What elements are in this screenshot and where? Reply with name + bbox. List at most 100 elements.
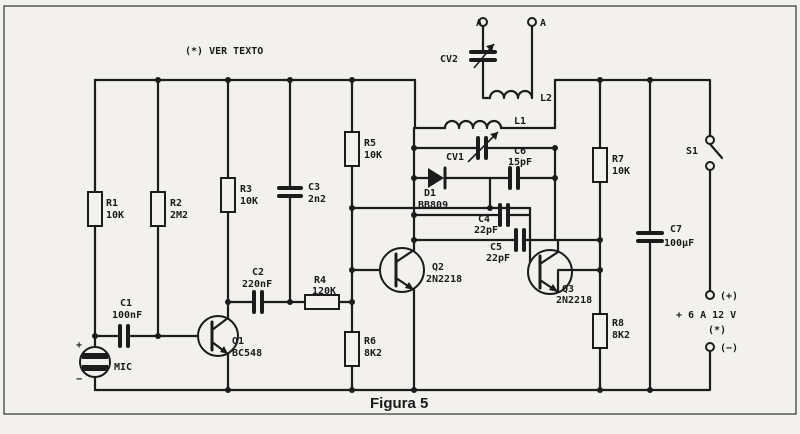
junction-dot bbox=[411, 387, 417, 393]
mic-plate-top bbox=[82, 353, 108, 359]
r1-name: R1 bbox=[106, 198, 118, 209]
r2-resistor bbox=[150, 191, 166, 227]
l1-coil bbox=[443, 119, 503, 130]
supply-positive-terminal bbox=[705, 290, 715, 300]
junction-dot bbox=[349, 387, 355, 393]
cv1-arrow-head bbox=[490, 132, 498, 140]
r7-resistor bbox=[592, 147, 608, 183]
q2-collector-leg bbox=[394, 248, 416, 264]
r4-resistor bbox=[304, 294, 340, 310]
figure-caption: Figura 5 bbox=[370, 395, 428, 412]
r3-value: 10K bbox=[240, 196, 258, 207]
q3-value: 2N2218 bbox=[556, 295, 592, 306]
junction-dot bbox=[552, 145, 558, 151]
r6-resistor bbox=[344, 331, 360, 367]
r2-value: 2M2 bbox=[170, 210, 188, 221]
antenna-terminal-2 bbox=[527, 17, 537, 27]
r1-value: 10K bbox=[106, 210, 124, 221]
junction-dot bbox=[155, 333, 161, 339]
r1-resistor bbox=[87, 191, 103, 227]
r4-name: R4 bbox=[314, 275, 326, 286]
junction-dot bbox=[411, 237, 417, 243]
q3-collector-leg bbox=[538, 250, 560, 266]
r5-name: R5 bbox=[364, 138, 376, 149]
junction-dot bbox=[597, 267, 603, 273]
c5-value: 22pF bbox=[486, 253, 510, 264]
junction-dot bbox=[349, 205, 355, 211]
frame-border bbox=[3, 5, 797, 415]
r7-value: 10K bbox=[612, 166, 630, 177]
q2-emitter-arrow bbox=[405, 282, 414, 290]
junction-dot bbox=[411, 145, 417, 151]
mic-plate-bottom bbox=[82, 365, 108, 371]
s1-contact-top bbox=[705, 135, 715, 145]
antenna-label-2: A bbox=[540, 18, 546, 29]
q2-transistor bbox=[379, 247, 425, 293]
junction-dot bbox=[647, 77, 653, 83]
q3-emitter-arrow bbox=[549, 284, 558, 292]
cv1-label: CV1 bbox=[446, 152, 464, 163]
r3-name: R3 bbox=[240, 184, 252, 195]
d1-diode bbox=[428, 168, 444, 188]
junction-dot bbox=[597, 237, 603, 243]
c1-value: 100nF bbox=[112, 310, 142, 321]
junction-dot bbox=[155, 77, 161, 83]
q1-collector-leg bbox=[210, 316, 230, 332]
r3-resistor bbox=[220, 177, 236, 213]
r6-name: R6 bbox=[364, 336, 376, 347]
junction-dot bbox=[225, 77, 231, 83]
junction-dot bbox=[349, 299, 355, 305]
r7-name: R7 bbox=[612, 154, 624, 165]
r5-resistor bbox=[344, 131, 360, 167]
l2-label: L2 bbox=[540, 93, 552, 104]
c4-name: C4 bbox=[478, 214, 490, 225]
mic-minus-label: − bbox=[76, 374, 82, 385]
positive-rail-right bbox=[553, 78, 712, 137]
junction-dot bbox=[647, 387, 653, 393]
junction-dots bbox=[92, 77, 653, 393]
c2-name: C2 bbox=[252, 267, 264, 278]
c6-name: C6 bbox=[514, 146, 526, 157]
q3-emitter-wire bbox=[556, 268, 602, 294]
r8-value: 8K2 bbox=[612, 330, 630, 341]
l2-coil bbox=[488, 89, 534, 100]
junction-dot bbox=[225, 299, 231, 305]
supply-negative-label: (−) bbox=[720, 343, 738, 354]
c3-value: 2n2 bbox=[308, 194, 326, 205]
l1-label: L1 bbox=[514, 116, 526, 127]
cv2-wire-bottom bbox=[481, 58, 492, 100]
q1-emitter-arrow bbox=[220, 346, 228, 354]
r8-name: R8 bbox=[612, 318, 624, 329]
junction-dot bbox=[287, 77, 293, 83]
r8-resistor bbox=[592, 313, 608, 349]
s1-lever bbox=[708, 142, 724, 160]
c5-name: C5 bbox=[490, 242, 502, 253]
mic-symbol bbox=[79, 346, 111, 378]
c6-value: 15pF bbox=[508, 157, 532, 168]
supply-negative-terminal bbox=[705, 342, 715, 352]
s1-contact-bottom bbox=[705, 161, 715, 171]
junction-dot bbox=[287, 299, 293, 305]
supply-value-label: + 6 A 12 V bbox=[676, 310, 736, 321]
q1-transistor bbox=[197, 315, 239, 357]
c7-value: 100µF bbox=[664, 238, 694, 249]
q1-value: BC548 bbox=[232, 348, 262, 359]
junction-dot bbox=[92, 333, 98, 339]
c2-value: 220nF bbox=[242, 279, 272, 290]
r4-value: 120K bbox=[312, 286, 336, 297]
junction-dot bbox=[597, 387, 603, 393]
antenna-label-1: A bbox=[476, 18, 482, 29]
note-label: (*) VER TEXTO bbox=[185, 46, 263, 57]
cv2-arrow-head bbox=[486, 44, 494, 52]
c1-name: C1 bbox=[120, 298, 132, 309]
r5-value: 10K bbox=[364, 150, 382, 161]
d1-value: BB809 bbox=[418, 200, 448, 211]
q1-name: Q1 bbox=[232, 336, 244, 347]
d1-name: D1 bbox=[424, 188, 436, 199]
junction-dot bbox=[411, 212, 417, 218]
cv2-label: CV2 bbox=[440, 54, 458, 65]
junction-dot bbox=[411, 175, 417, 181]
c7-name: C7 bbox=[670, 224, 682, 235]
